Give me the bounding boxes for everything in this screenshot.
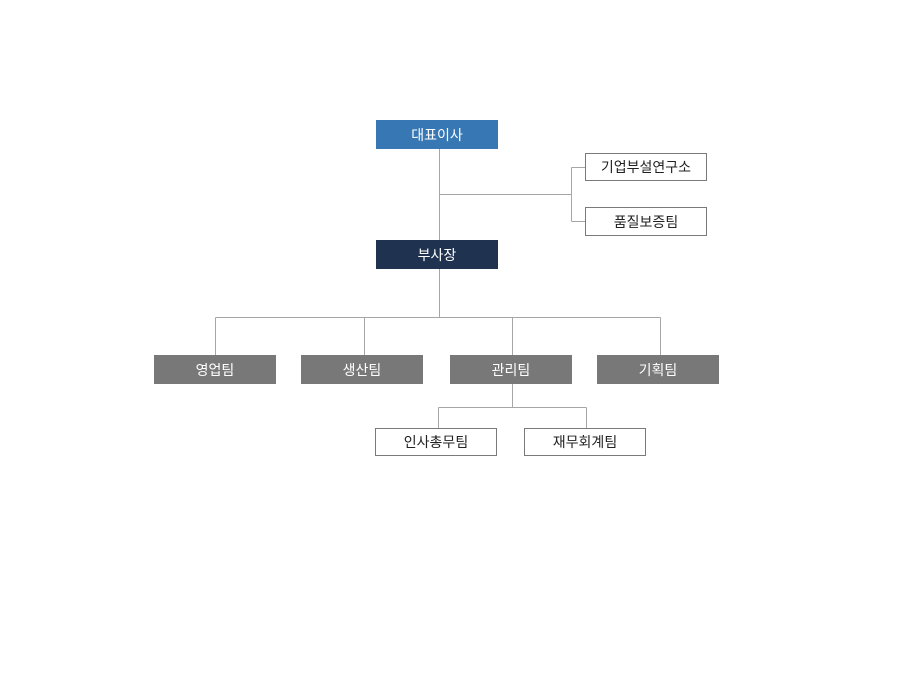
node-team-planning: 기획팀: [597, 355, 719, 384]
node-quality-assurance-label: 품질보증팀: [613, 214, 679, 231]
node-ceo: 대표이사: [376, 120, 498, 149]
node-research-lab-label: 기업부설연구소: [600, 160, 692, 176]
node-team-production-label: 생산팀: [342, 362, 382, 379]
node-team-planning-label: 기획팀: [638, 362, 678, 379]
node-subteam-hr-label: 인사총무팀: [403, 435, 469, 451]
node-team-admin-label: 관리팀: [491, 362, 531, 379]
node-vice-president-label: 부사장: [417, 247, 457, 264]
node-team-production: 생산팀: [301, 355, 423, 384]
node-subteam-hr: 인사총무팀: [375, 428, 497, 456]
node-research-lab: 기업부설연구소: [585, 153, 707, 181]
node-team-sales: 영업팀: [154, 355, 276, 384]
node-vice-president: 부사장: [376, 240, 498, 269]
node-team-sales-label: 영업팀: [195, 362, 235, 379]
node-subteam-finance-label: 재무회계팀: [552, 435, 618, 451]
node-subteam-finance: 재무회계팀: [524, 428, 646, 456]
node-team-admin: 관리팀: [450, 355, 572, 384]
node-quality-assurance: 품질보증팀: [585, 207, 707, 236]
node-ceo-label: 대표이사: [411, 127, 463, 144]
